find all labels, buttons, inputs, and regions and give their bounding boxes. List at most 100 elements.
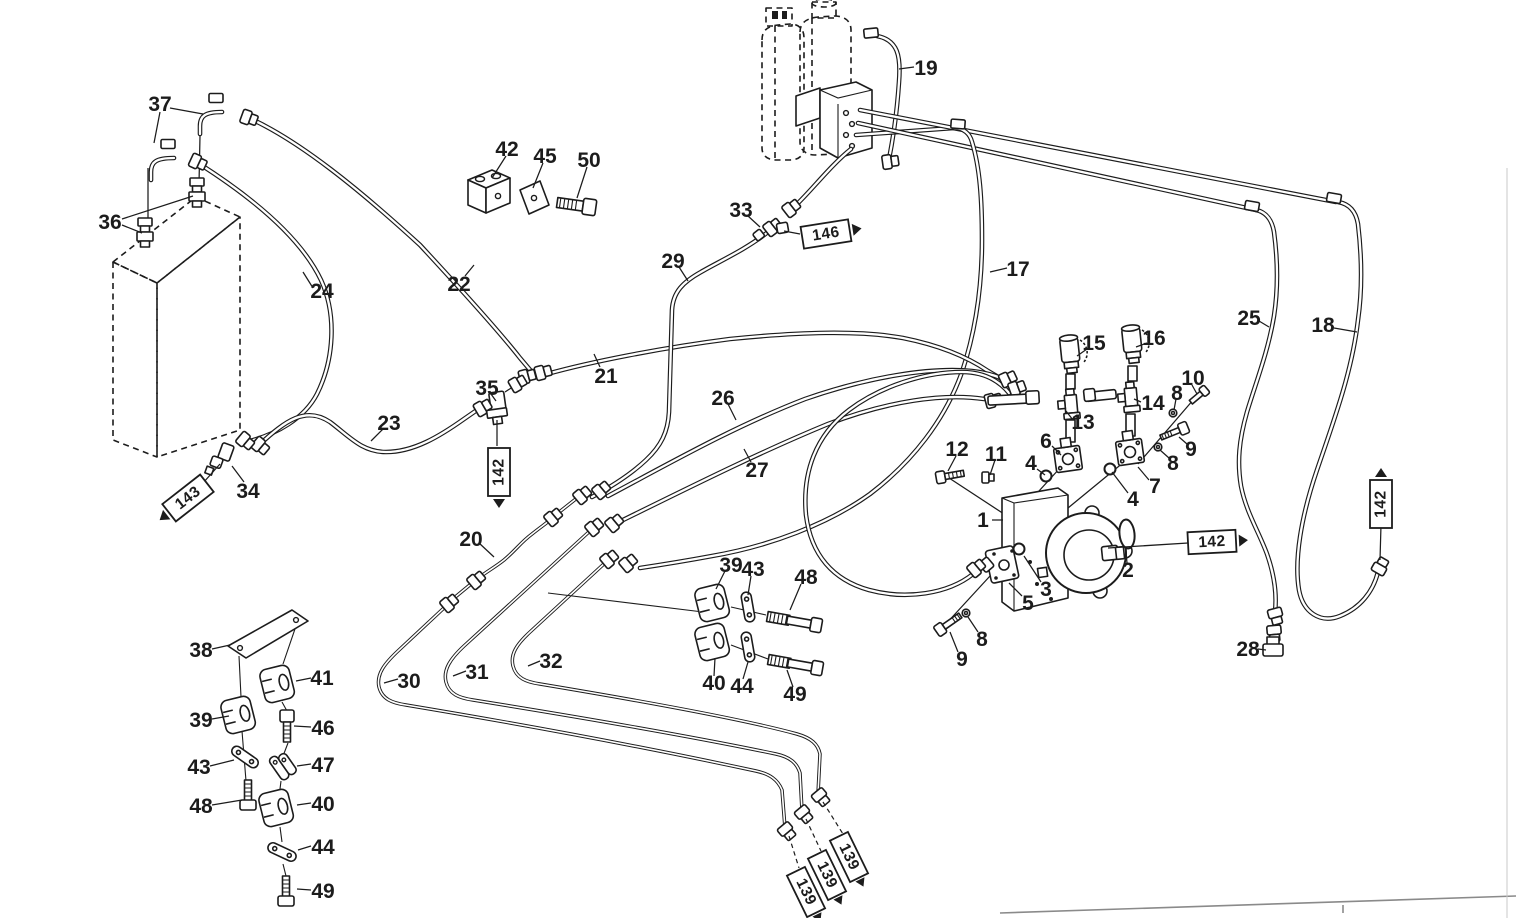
top-reservoir-valve-block <box>761 0 873 161</box>
connector-a-nut <box>571 483 595 507</box>
breather-16 <box>1120 323 1150 365</box>
ref-tag-146-text: 146 <box>811 223 841 244</box>
o-ring-2 <box>1118 518 1136 550</box>
part-label-16: 16 <box>1142 327 1165 350</box>
part-label-15: 15 <box>1082 332 1106 355</box>
port-block-6 <box>1051 435 1084 474</box>
part-label-38: 38 <box>189 639 213 662</box>
part-label-14: 14 <box>1141 392 1165 415</box>
ref-tag-142c-text: 142 <box>1373 490 1390 517</box>
part-label-49b: 49 <box>311 880 334 903</box>
ref-tag-142a-text: 142 <box>491 458 508 485</box>
hose-end-fitting <box>238 108 261 129</box>
part-label-22: 22 <box>447 273 470 296</box>
bolt-49b <box>277 875 295 907</box>
tee-14 <box>1115 380 1142 414</box>
part-label-4a: 4 <box>1025 452 1037 475</box>
valve-block <box>819 81 873 159</box>
breather-15 <box>1058 333 1088 375</box>
hose-17 <box>640 128 982 568</box>
part-label-30: 30 <box>397 670 420 693</box>
part-label-46: 46 <box>311 717 334 740</box>
valve-bracket <box>795 87 821 127</box>
part-label-43b: 43 <box>187 756 210 779</box>
part-label-33: 33 <box>729 199 752 222</box>
part-label-11: 11 <box>985 443 1008 466</box>
tag-arrow-icon <box>493 499 505 508</box>
part-label-41: 41 <box>310 667 334 690</box>
bolt-46 <box>279 709 295 743</box>
clamp-40a <box>692 621 732 663</box>
page-edges <box>999 168 1516 918</box>
hose-19 <box>877 36 900 164</box>
part-label-50: 50 <box>577 149 600 172</box>
elbow-cap <box>1243 199 1261 213</box>
elbow-cap <box>208 92 224 104</box>
part-label-4b: 4 <box>1127 488 1139 511</box>
part-label-27: 27 <box>745 459 768 482</box>
elbow-cap <box>160 138 176 150</box>
part-labels: 1 2 3 4 4 5 6 7 8 8 8 9 9 10 11 12 13 14… <box>98 57 1335 903</box>
part-label-40a: 40 <box>702 672 725 695</box>
part-label-25: 25 <box>1237 307 1261 330</box>
part-label-39b: 39 <box>189 709 212 732</box>
bolt-9a <box>1159 420 1191 441</box>
left-reservoir-tank <box>112 135 241 458</box>
o-ring-4b <box>1103 462 1117 476</box>
bolt-50 <box>555 196 598 217</box>
part-label-2: 2 <box>1122 559 1134 582</box>
clamp-39a <box>692 582 732 624</box>
elbow-cap <box>862 26 880 40</box>
cap-detail <box>782 11 787 19</box>
pump-body-1 <box>1001 487 1133 612</box>
hose-22 <box>249 118 531 371</box>
connector-b-fitting <box>603 511 627 535</box>
part-label-39a: 39 <box>719 554 742 577</box>
reference-tags: 146 142 142 142 143 139 139 139 <box>159 218 1393 918</box>
tag-arrow-icon <box>1375 468 1387 477</box>
part-label-9b: 9 <box>956 648 968 671</box>
bolt-48a <box>765 610 824 634</box>
tag-arrow-icon <box>851 223 862 236</box>
part-label-49a: 49 <box>783 683 806 706</box>
part-label-44b: 44 <box>311 836 335 859</box>
part-label-37: 37 <box>148 93 171 116</box>
ref-tag-143: 143 <box>159 473 215 523</box>
part-label-47: 47 <box>311 754 334 777</box>
part-label-13: 13 <box>1071 411 1094 434</box>
part-label-20: 20 <box>459 528 482 551</box>
union-nut <box>533 362 554 382</box>
clamp-block-42 <box>467 169 511 214</box>
part-label-21: 21 <box>594 365 618 388</box>
ref-tag-142-b: 142 <box>1186 528 1248 556</box>
fitting-11 <box>981 471 995 484</box>
part-label-17: 17 <box>1006 258 1029 281</box>
part-label-3: 3 <box>1040 578 1052 601</box>
part-label-42: 42 <box>495 138 518 161</box>
ref-tag-142b-text: 142 <box>1198 533 1226 551</box>
tag-arrow-icon <box>812 912 822 918</box>
part-label-18: 18 <box>1311 314 1335 337</box>
tank-fitting-36b <box>188 177 206 208</box>
part-label-26: 26 <box>711 387 734 410</box>
clamp-set-top <box>467 169 598 217</box>
washer-8a <box>1168 408 1178 418</box>
elbow-cap <box>1325 191 1343 205</box>
bolt-48b <box>239 779 257 811</box>
clamp-39b <box>218 694 258 736</box>
part-label-48a: 48 <box>794 566 818 589</box>
ref-tag-146: 146 <box>799 218 862 250</box>
part-label-5: 5 <box>1022 592 1034 615</box>
tag-arrow-icon <box>855 877 865 887</box>
bolt-12 <box>934 469 966 485</box>
bolt-10 <box>1188 384 1211 405</box>
part-label-7: 7 <box>1149 475 1161 498</box>
fork-links-47 <box>268 752 297 781</box>
connector-tube-right <box>1082 387 1118 403</box>
ref-tag-139-c: 139 <box>828 830 870 887</box>
part-label-12: 12 <box>945 438 968 461</box>
part-label-35: 35 <box>475 377 499 400</box>
plate-43a <box>739 590 757 624</box>
part-label-19: 19 <box>914 57 937 80</box>
clamp-column-left <box>218 609 309 907</box>
